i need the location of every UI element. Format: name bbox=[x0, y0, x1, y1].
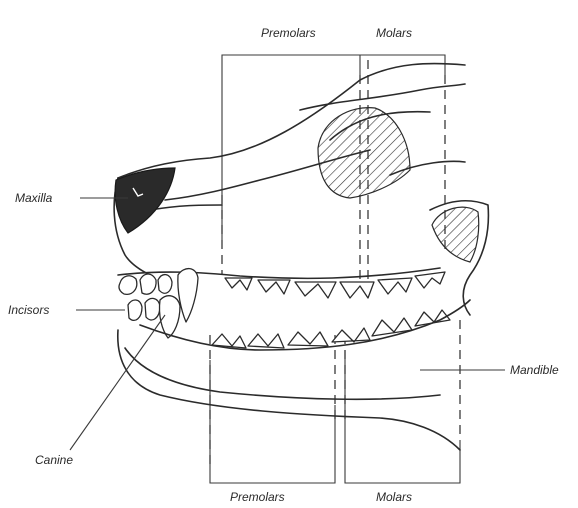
lower-canine bbox=[159, 296, 180, 338]
upper-incisor bbox=[140, 274, 156, 294]
mandible-label: Mandible bbox=[510, 363, 559, 377]
lower-incisor bbox=[145, 298, 160, 320]
lower-premolar bbox=[288, 332, 328, 346]
premolars-bottom-label: Premolars bbox=[230, 490, 285, 504]
upper-incisor bbox=[119, 276, 137, 295]
lower-premolar bbox=[332, 328, 370, 342]
maxilla-label: Maxilla bbox=[15, 191, 53, 205]
incisors-label: Incisors bbox=[8, 303, 49, 317]
upper-premolar bbox=[225, 278, 252, 290]
lower-teeth-row bbox=[128, 296, 470, 350]
upper-molar bbox=[378, 278, 412, 294]
canine-label: Canine bbox=[35, 453, 73, 467]
upper-premolar bbox=[340, 282, 374, 298]
lower-molar bbox=[372, 318, 412, 336]
lower-premolar-box bbox=[210, 360, 335, 483]
lower-premolar bbox=[248, 334, 284, 348]
lower-jaw-hatched-region bbox=[432, 207, 479, 262]
mandible-outline bbox=[118, 330, 460, 450]
lower-incisor bbox=[128, 300, 142, 320]
upper-canine bbox=[178, 269, 198, 322]
upper-molar-box bbox=[360, 55, 445, 75]
upper-premolar bbox=[295, 282, 336, 298]
molars-bottom-label: Molars bbox=[376, 490, 412, 504]
upper-incisor bbox=[158, 275, 172, 294]
molars-top-label: Molars bbox=[376, 26, 412, 40]
upper-molar bbox=[415, 272, 445, 288]
upper-molar-hatched-region bbox=[318, 108, 410, 198]
upper-premolar bbox=[258, 280, 290, 294]
premolars-top-label: Premolars bbox=[261, 26, 316, 40]
